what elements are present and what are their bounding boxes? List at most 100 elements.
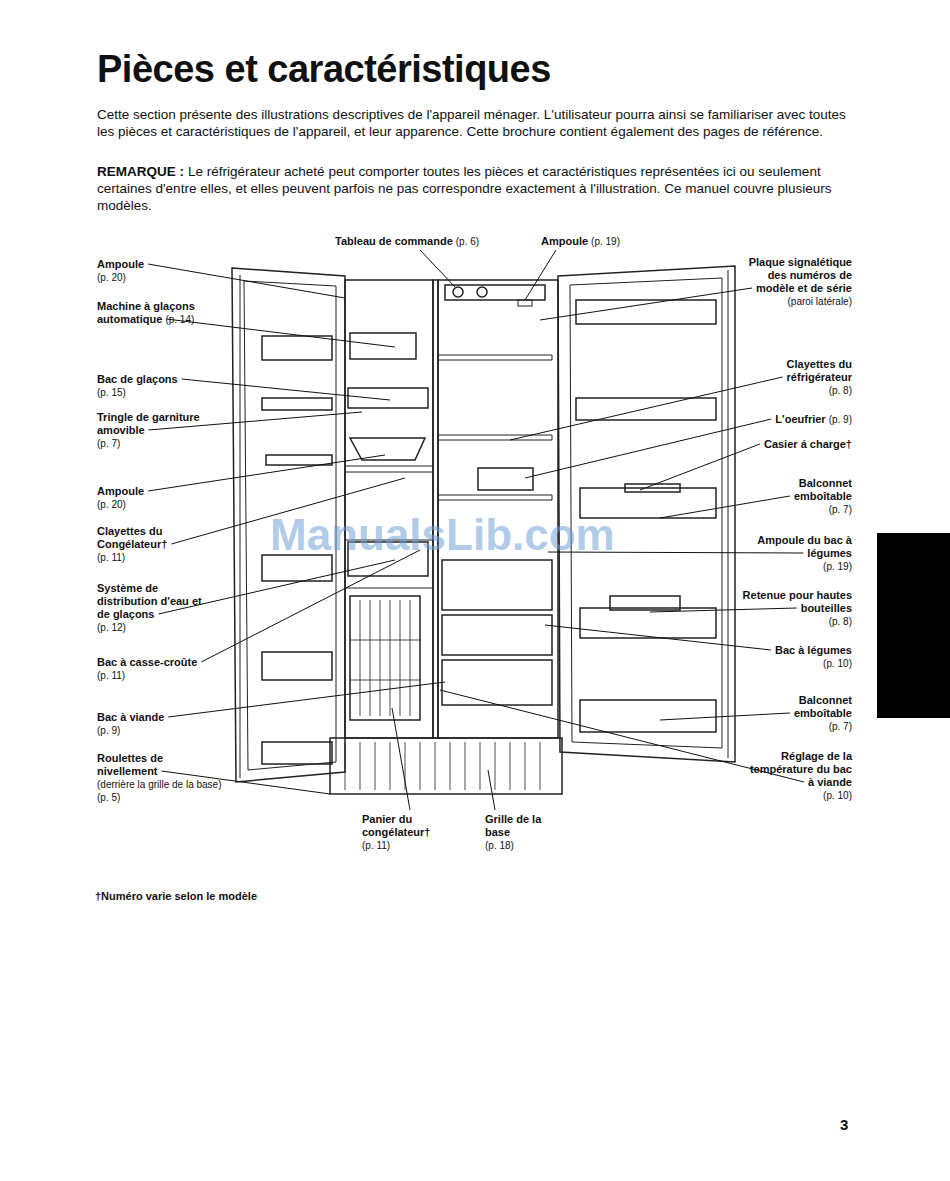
part-callout: Clayettes du réfrigérateur(p. 8): [742, 358, 852, 397]
part-callout: Balconnet emboîtable(p. 7): [742, 477, 852, 516]
page-reference: (p. 19): [742, 560, 852, 573]
part-name: Bac à casse-croûte: [97, 656, 197, 668]
footnote-text: †Numéro varie selon le modèle: [95, 890, 257, 902]
part-name: Ampoule du bac à légumes: [757, 534, 852, 559]
part-name: Bac à légumes: [775, 644, 852, 656]
leader-line: [488, 770, 495, 810]
page-reference: (p. 11): [97, 669, 207, 682]
part-name: Clayettes du Congélateur†: [97, 525, 167, 550]
page-number: 3: [840, 1118, 870, 1131]
leader-line: [540, 288, 752, 320]
part-name: Plaque signalétique des numéros de modèl…: [749, 256, 852, 294]
page-reference: (p. 7): [97, 437, 207, 450]
page-reference: (p. 20): [97, 498, 207, 511]
page-reference: (p. 6): [456, 236, 479, 247]
part-name: Clayettes du réfrigérateur: [787, 358, 852, 383]
refrigerator-drawing: [232, 266, 735, 794]
paragraph: REMARQUE :Le réfrigérateur acheté peut c…: [97, 163, 857, 214]
part-callout: Bac de glaçons(p. 15): [97, 373, 207, 399]
leader-line: [201, 550, 420, 662]
part-name: Ampoule: [541, 235, 588, 247]
part-callout: Système de distribution d'eau et de glaç…: [97, 582, 207, 634]
part-name: Bac de glaçons: [97, 373, 178, 385]
part-name: Retenue pour hautes bouteilles: [743, 589, 852, 614]
leader-line: [545, 625, 771, 650]
part-callout: Bac à viande(p. 9): [97, 711, 207, 737]
part-callout: Ampoule(p. 20): [97, 258, 207, 284]
leader-line: [510, 377, 783, 440]
watermark-text: ManualsLib.com: [270, 510, 615, 559]
part-name: Casier á charge†: [764, 438, 852, 450]
part-callout: Casier á charge†: [742, 438, 852, 451]
page-reference: (p. 15): [97, 386, 207, 399]
part-name: Bac à viande: [97, 711, 164, 723]
page-reference: (p. 10): [742, 789, 852, 802]
part-callout: Machine à glaçons automatique(p. 14): [97, 300, 207, 326]
page-number-text: 3: [840, 1116, 848, 1133]
part-name: Balconnet emboîtable: [794, 477, 852, 502]
part-name: Tringle de garniture amovible: [97, 411, 200, 436]
part-name: L'oeufrier: [775, 413, 825, 425]
page-reference: (p. 7): [742, 503, 852, 516]
footnote: †Numéro varie selon le modèle: [95, 890, 495, 903]
part-callout: Tableau de commande(p. 6): [335, 235, 479, 248]
part-name: Réglage de la température du bac à viand…: [750, 750, 852, 788]
section-tab: [877, 533, 950, 718]
page-title: Pièces et caractéristiques: [97, 48, 551, 91]
page-reference: (derrière la grille de la base) (p. 5): [97, 778, 222, 804]
page-reference: (p. 7): [742, 720, 852, 733]
page-reference: (p. 18): [485, 839, 565, 852]
leader-line: [148, 264, 345, 298]
part-callout: Roulettes de nivellement(derrière la gri…: [97, 752, 222, 804]
page-reference: (p. 20): [97, 271, 207, 284]
part-name: Balconnet emboîtable: [794, 694, 852, 719]
part-callout: Ampoule(p. 20): [97, 485, 207, 511]
page-reference: (p. 9): [829, 414, 852, 425]
page-reference: (p. 19): [591, 236, 620, 247]
part-callout: Balconnet emboîtable(p. 7): [742, 694, 852, 733]
part-callout: Réglage de la température du bac à viand…: [742, 750, 852, 802]
leader-line: [168, 682, 445, 717]
leader-line: [440, 690, 804, 782]
leader-line: [650, 608, 797, 612]
leader-line: [420, 250, 455, 287]
leader-line: [525, 250, 556, 300]
page-reference: (p. 8): [742, 384, 852, 397]
body-text: Cette section présente des illustrations…: [97, 107, 846, 139]
leader-line: [148, 455, 385, 491]
part-name: Ampoule: [97, 485, 144, 497]
part-callout: Bac à casse-croûte(p. 11): [97, 656, 207, 682]
part-callout: Ampoule du bac à légumes(p. 19): [742, 534, 852, 573]
leader-line: [640, 444, 760, 490]
part-callout: Clayettes du Congélateur†(p. 11): [97, 525, 207, 564]
leader-line: [525, 419, 771, 478]
leader-line: [660, 713, 790, 720]
leader-line: [166, 319, 395, 347]
leader-line: [660, 496, 790, 518]
page-reference: (p. 11): [97, 551, 207, 564]
page-reference: (p. 10): [742, 657, 852, 670]
part-callout: Retenue pour hautes bouteilles(p. 8): [737, 589, 852, 628]
part-callout: Plaque signalétique des numéros de modèl…: [742, 256, 852, 308]
part-name: Système de distribution d'eau et de glaç…: [97, 582, 202, 620]
page-reference: (p. 8): [737, 615, 852, 628]
part-callout: Grille de la base(p. 18): [485, 813, 565, 852]
part-callout: Ampoule(p. 19): [541, 235, 620, 248]
part-callout: Panier du congélateur†(p. 11): [362, 813, 454, 852]
paragraph: Cette section présente des illustrations…: [97, 106, 857, 140]
body-text: Le réfrigérateur acheté peut comporter t…: [97, 164, 832, 213]
page-reference: (paroi latérale): [742, 295, 852, 308]
page-reference: (p. 11): [362, 839, 454, 852]
page-reference: (p. 9): [97, 724, 207, 737]
watermark: ManualsLib.com: [270, 510, 690, 560]
part-name: Grille de la base: [485, 813, 541, 838]
part-name: Panier du congélateur†: [362, 813, 430, 838]
leader-line: [182, 379, 390, 400]
part-callout: Bac à légumes(p. 10): [742, 644, 852, 670]
part-callout: Tringle de garniture amovible(p. 7): [97, 411, 207, 450]
part-callout: L'oeufrier (p. 9): [722, 413, 852, 426]
part-name: Tableau de commande: [335, 235, 453, 247]
page-reference: (p. 12): [97, 621, 207, 634]
page-reference: (p. 14): [165, 314, 194, 325]
part-name: Roulettes de nivellement: [97, 752, 163, 777]
